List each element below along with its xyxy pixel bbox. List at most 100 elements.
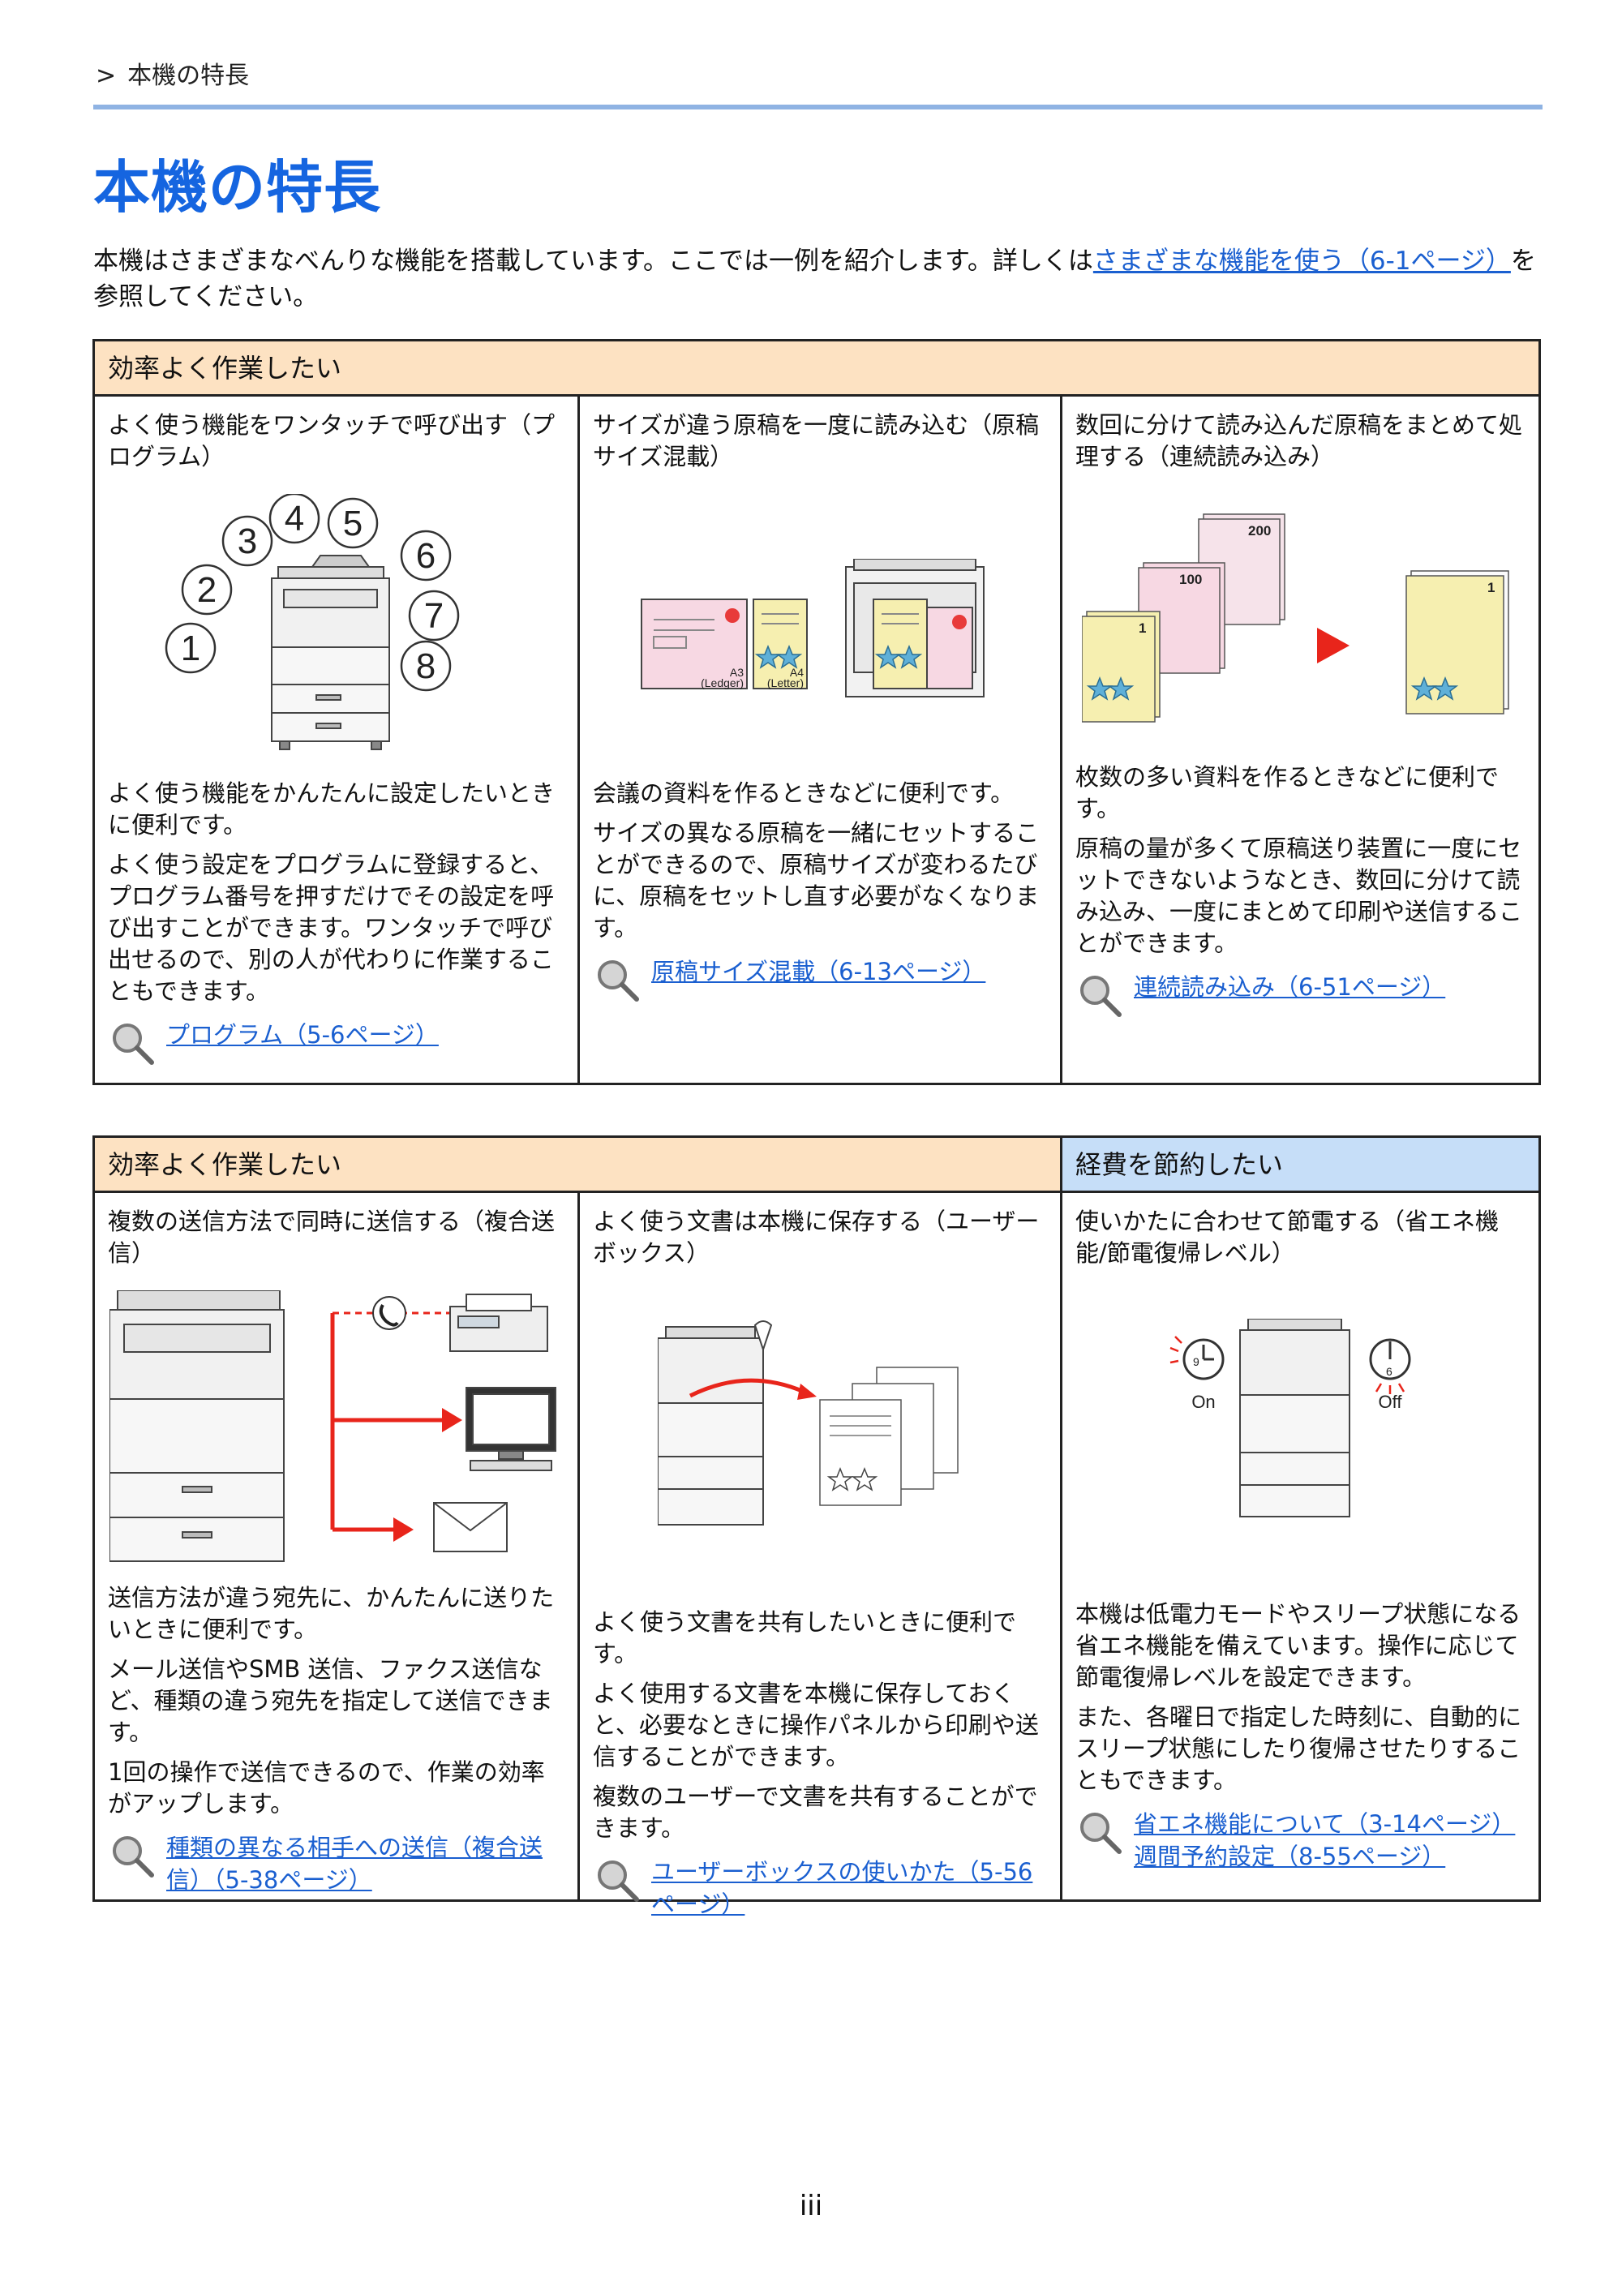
energy-saver-illustration: 9 6 On Off [1062,1319,1538,1521]
reference: 種類の異なる相手への送信（複合送信）（5-38ページ） [108,1831,564,1896]
feature-energy-saver: 使いかたに合わせて節電する（省エネ機能/節電復帰レベル） 9 [1060,1193,1538,1899]
panel-band-efficiency: 効率よく作業したい [95,341,1538,397]
feature-paragraph: 1回の操作で送信できるので、作業の効率がアップします。 [108,1758,545,1817]
intro-paragraph: 本機はさまざまなべんりな機能を搭載しています。ここでは一例を紹介します。詳しくは… [93,243,1545,315]
feature-paragraph: よく使う機能をかんたんに設定したいときに便利です。 [108,779,556,839]
feature-body: よく使う文書を共有したいときに便利です。 よく使用する文書を本機に保存しておくと… [593,1607,1047,1920]
label-off: Off [1378,1392,1402,1412]
reference-link[interactable]: ユーザーボックスの使いかた（5-56ページ） [651,1858,1033,1918]
envelope-icon [432,1502,508,1552]
feature-title: 数回に分けて読み込んだ原稿をまとめて処理する（連続読み込み） [1075,411,1523,470]
magnifier-icon [1080,976,1122,1017]
arrow-icon [441,1408,462,1432]
feature-multi-send: 複数の送信方法で同時に送信する（複合送信） [95,1193,577,1899]
reference-link[interactable]: 種類の異なる相手への送信（複合送信）（5-38ページ） [166,1834,543,1894]
a4-sheet-fed [873,599,928,689]
feature-paragraph: サイズの異なる原稿を一緒にセットすることができるので、原稿サイズが変わるたびに、… [593,819,1040,942]
clock-on-number: 9 [1193,1355,1199,1368]
panel-band-efficiency: 効率よく作業したい [95,1138,1060,1193]
mfp-printer-icon [270,555,390,750]
label-100: 100 [1179,572,1202,587]
reference-link[interactable]: 省エネ機能について（3-14ページ） [1134,1810,1516,1838]
arrow-icon [797,1384,817,1400]
feature-paragraph: メール送信やSMB 送信、ファクス送信など、種類の違う宛先を指定して送信できます… [108,1655,553,1746]
mixed-size-figure: A3 (Ledger) A4 (Letter) [641,559,985,697]
intro-text: 本機はさまざまなべんりな機能を搭載しています。ここでは一例を紹介します。詳しくは [93,247,1093,276]
multi-send-illustration [95,1290,577,1574]
feature-panel-efficiency-savings: 効率よく作業したい 経費を節約したい 複数の送信方法で同時に送信する（複合送信） [92,1135,1541,1918]
reference: 連続読み込み（6-51ページ） [1075,971,1525,1019]
mixed-size-illustration: A3 (Ledger) A4 (Letter) [580,559,1060,721]
program-illustration: 1 2 3 4 5 6 7 8 [95,494,577,762]
feature-paragraph: また、各曜日で指定した時刻に、自動的にスリープ状態にしたり復帰させたりすることも… [1075,1703,1522,1794]
reference: プログラム（5-6ページ） [108,1019,564,1067]
label-on: On [1191,1392,1215,1412]
reference-link[interactable]: プログラム（5-6ページ） [166,1021,439,1049]
label-letter: (Letter) [767,676,804,689]
label-ledger: (Ledger) [701,676,744,689]
feature-paragraph: 送信方法が違う宛先に、かんたんに送りたいときに便利です。 [108,1584,555,1643]
program-num: 7 [423,596,443,636]
user-box-figure [658,1320,959,1526]
feature-title: よく使う文書は本機に保存する（ユーザーボックス） [593,1208,1040,1267]
program-num: 2 [196,570,216,610]
feature-paragraph: 原稿の量が多くて原稿送り装置に一度にセットできないようなとき、数回に分けて読み込… [1075,835,1523,957]
reference: 省エネ機能について（3-14ページ） 週間予約設定（8-55ページ） [1075,1808,1525,1873]
program-num: 1 [180,629,200,668]
breadcrumb: > 本機の特長 [96,55,249,91]
program-num: 8 [415,646,435,686]
user-box-illustration [580,1319,1060,1530]
feature-body: 枚数の多い資料を作るときなどに便利です。 原稿の量が多くて原稿送り装置に一度にセ… [1075,762,1525,1019]
breadcrumb-label[interactable]: 本機の特長 [127,62,250,90]
magnifier-icon [598,1860,639,1902]
feature-mixed-size: サイズが違う原稿を一度に読み込む（原稿サイズ混載） [577,397,1060,1083]
reference-link[interactable]: 連続読み込み（6-51ページ） [1134,973,1446,1001]
magnifier-icon [598,960,639,1002]
reference: ユーザーボックスの使いかた（5-56ページ） [593,1856,1047,1920]
feature-title: サイズが違う原稿を一度に読み込む（原稿サイズ混載） [593,411,1040,470]
intro-text-end: を参照してください。 [93,247,1536,311]
feature-user-box: よく使う文書は本機に保存する（ユーザーボックス） [577,1193,1060,1918]
feature-body: 会議の資料を作るときなどに便利です。 サイズの異なる原稿を一緒にセットすることが… [593,778,1047,1004]
label-200: 200 [1248,523,1271,539]
label-1: 1 [1139,620,1146,636]
program-num: 4 [284,499,303,539]
reference-link[interactable]: 原稿サイズ混載（6-13ページ） [651,958,986,985]
magnifier-icon [113,1836,154,1878]
feature-program: よく使う機能をワンタッチで呼び出す（プログラム） [95,397,577,1083]
program-num: 5 [342,504,362,543]
multi-send-figure [109,1290,556,1562]
breadcrumb-chevron: > [96,62,117,90]
computer-icon [465,1387,556,1471]
feature-paragraph: よく使う文書を共有したいときに便利です。 [593,1608,1017,1667]
header-rule [93,105,1543,109]
feature-paragraph: よく使う設定をプログラムに登録すると、プログラム番号を押すだけでその設定を呼び出… [108,851,555,1005]
fax-icon [448,1294,548,1352]
feature-paragraph: 会議の資料を作るときなどに便利です。 [593,779,1015,807]
intro-link[interactable]: さまざまな機能を使う（6-1ページ） [1092,247,1511,276]
feature-paragraph: よく使用する文書を本機に保存しておくと、必要なときに操作パネルから印刷や送信する… [593,1680,1039,1770]
label-1-final: 1 [1487,580,1495,595]
hand-icon [753,1320,773,1353]
feature-body: 送信方法が違う宛先に、かんたんに送りたいときに便利です。 メール送信やSMB 送… [108,1582,564,1896]
feature-title: よく使う機能をワンタッチで呼び出す（プログラム） [108,411,556,470]
feature-paragraph: 複数のユーザーで文書を共有することができます。 [593,1783,1038,1842]
page-title: 本機の特長 [93,154,381,221]
magnifier-icon [1080,1813,1122,1854]
page-number: iii [799,2190,823,2222]
panel-band-savings: 経費を節約したい [1060,1138,1538,1193]
arrow-icon [1316,628,1350,663]
reference-link[interactable]: 週間予約設定（8-55ページ） [1134,1843,1446,1870]
program-figure: 1 2 3 4 5 6 7 8 [165,494,459,750]
label-a3: A3 [730,666,744,679]
feature-title: 複数の送信方法で同時に送信する（複合送信） [108,1208,556,1267]
label-a4: A4 [790,666,804,679]
clock-off-number: 6 [1386,1365,1392,1378]
continuous-scan-illustration: 200 100 1 1 [1062,506,1538,741]
program-num: 6 [415,536,435,576]
magnifier-icon [113,1024,154,1065]
feature-panel-efficiency: 効率よく作業したい よく使う機能をワンタッチで呼び出す（プログラム） [92,339,1541,1085]
feature-body: 本機は低電力モードやスリープ状態になる省エネ機能を備えています。操作に応じて節電… [1075,1599,1525,1873]
feature-continuous-scan: 数回に分けて読み込んだ原稿をまとめて処理する（連続読み込み） 200 100 1… [1060,397,1538,1083]
arrow-icon [393,1517,414,1542]
